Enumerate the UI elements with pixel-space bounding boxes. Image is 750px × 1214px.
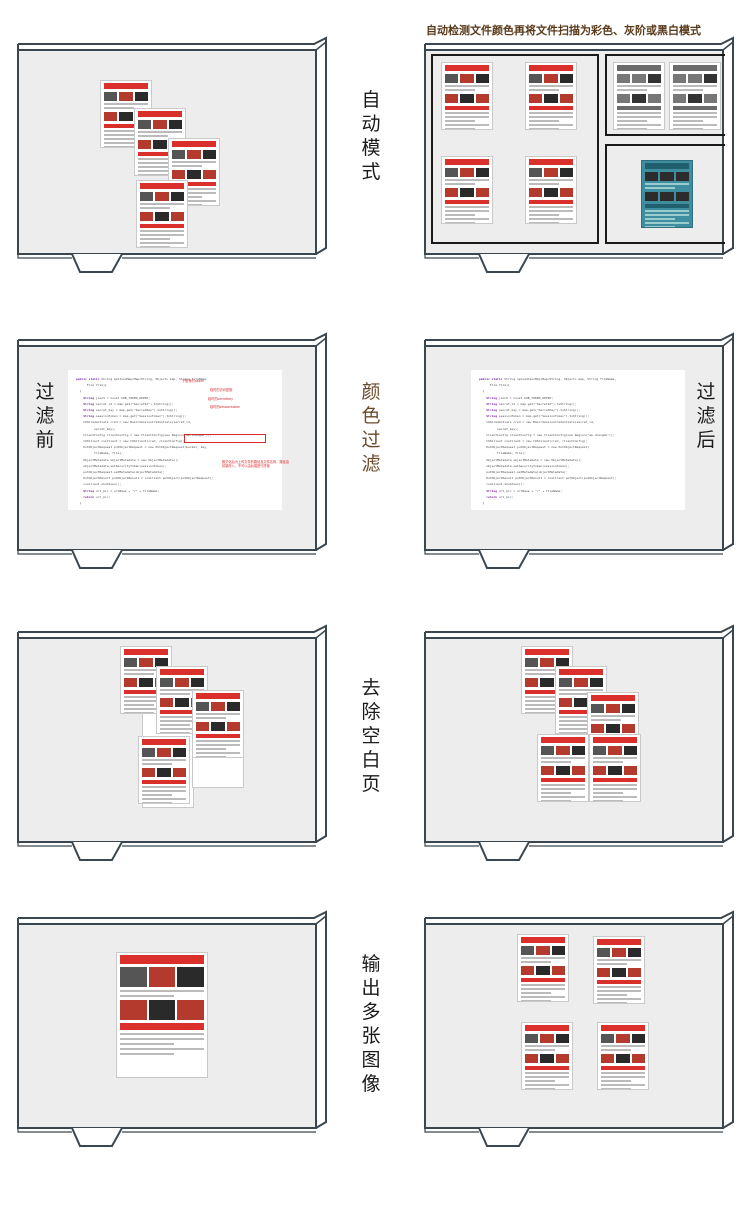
scanner-tray-panel [16, 624, 328, 871]
scanner-tray-panel: public static String uploadJsonMap(Map<S… [423, 332, 735, 579]
document-thumbnail [555, 666, 607, 734]
after-filter-label: 过滤后 [696, 381, 716, 451]
annotation-secretkey: 临时的secretkey [208, 397, 233, 401]
scanner-tray-panel [423, 36, 735, 283]
scanner-tray-panel [423, 910, 735, 1157]
tray-content [429, 640, 725, 840]
input-document [116, 952, 208, 1078]
document-thumbnail [525, 156, 577, 224]
top-caption: 自动检测文件颜色再将文件扫描为彩色、灰阶或黑白模式 [426, 24, 701, 37]
tray-content: public static String uploadJsonMap(Map<S… [429, 348, 725, 548]
document-thumbnail [192, 690, 244, 758]
document-thumbnail [120, 646, 172, 714]
section-label-multi-output: 输出多张图像 [361, 953, 381, 1095]
document-thumbnail [597, 1022, 649, 1090]
scanner-tray-panel [16, 910, 328, 1157]
tray-content [429, 926, 725, 1126]
document-thumbnail [593, 936, 645, 1004]
scanner-tray-panel [16, 36, 328, 283]
document-thumbnail [537, 734, 589, 802]
code-sheet-before: public static String getJsonMap(Map<Stri… [68, 370, 282, 510]
scanner-tray-panel [423, 624, 735, 871]
annotation-path: 格式化后为上传文件的路径及文件名称，路径由前端传入，不可以由后端进行拼接 [222, 460, 289, 468]
gray-group-box [605, 54, 725, 136]
annotation-sessiontoken: 临时的sessiontoken [210, 405, 241, 409]
section-label-color-filter: 颜色过滤 [361, 381, 381, 475]
document-thumbnail [517, 934, 569, 1002]
tray-content [22, 52, 318, 252]
annotation-appid: 子账号的appid [182, 379, 204, 383]
document-thumbnail [521, 1022, 573, 1090]
document-thumbnail [589, 734, 641, 802]
section-label-auto-mode: 自动模式 [361, 89, 381, 183]
before-filter-label: 过滤前 [35, 381, 55, 451]
document-thumbnail [641, 160, 693, 228]
color-group-box [431, 54, 599, 244]
document-thumbnail [441, 62, 493, 130]
document-thumbnail [669, 62, 721, 130]
section-label-remove-blank: 去除空白页 [361, 677, 381, 795]
document-thumbnail [138, 736, 190, 804]
document-thumbnail [525, 62, 577, 130]
tray-content [22, 926, 318, 1126]
document-thumbnail [613, 62, 665, 130]
code-sheet-after: public static String uploadJsonMap(Map<S… [471, 370, 685, 510]
tray-content [22, 640, 318, 840]
tray-content [429, 52, 725, 252]
bw-group-box [605, 144, 725, 244]
annotation-secretid: 临时的访问密钥 [210, 388, 233, 392]
document-thumbnail [441, 156, 493, 224]
document-thumbnail [136, 180, 188, 248]
highlight-box [184, 434, 266, 443]
scanner-tray-panel: 过滤前 public static String getJsonMap(Map<S… [16, 332, 328, 579]
tray-content: 过滤前 public static String getJsonMap(Map<S… [22, 348, 318, 548]
